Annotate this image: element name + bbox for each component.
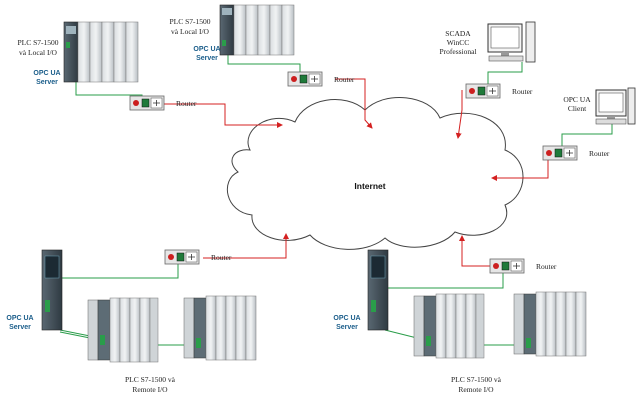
plc-bottom-left-label-line1: PLC S7-1500 và	[125, 375, 176, 384]
tower-icon	[525, 21, 536, 63]
opc-server-line2: Server	[36, 79, 58, 86]
router-label: Router	[589, 149, 610, 158]
remote-io-br-1[interactable]	[413, 293, 485, 359]
router-port-icon	[141, 98, 150, 108]
router-label: Router	[536, 262, 557, 271]
client-label-line2: Client	[568, 104, 587, 113]
opc-server-line1: OPC UA	[333, 315, 360, 322]
plc-label-line2: và Local I/O	[171, 27, 209, 36]
wan-link-top-left	[164, 103, 283, 128]
router-client[interactable]: Router	[542, 145, 610, 161]
router-power-icon	[546, 150, 552, 156]
wan-link-bottom-right	[459, 235, 490, 267]
remote-io-bl-1[interactable]	[87, 297, 159, 363]
router-scada[interactable]: Router	[465, 83, 533, 99]
plc-label-line1: PLC S7-1500	[169, 17, 210, 26]
opc-server-line1: OPC UA	[6, 315, 33, 322]
router-label: Router	[512, 87, 533, 96]
plc-bottom-right[interactable]: OPC UA Server	[333, 249, 389, 331]
router-port-icon	[554, 148, 563, 158]
tower-icon	[627, 87, 636, 125]
keyboard-icon	[595, 118, 627, 125]
router-bottom-left[interactable]: Router	[164, 249, 232, 265]
wan-link-bottom-left	[203, 233, 289, 259]
wan-links	[164, 78, 549, 267]
remote-io-bl-2[interactable]	[183, 295, 257, 361]
plc-bottom-right-label-line1: PLC S7-1500 và	[451, 375, 502, 384]
opc-server-line2: Server	[336, 324, 358, 331]
router-power-icon	[291, 76, 297, 82]
scada-label-line1: SCADA	[445, 29, 471, 38]
wan-link-scada	[455, 90, 463, 139]
keyboard-icon	[488, 55, 524, 62]
router-label: Router	[211, 253, 232, 262]
plc-bottom-right-label-line2: Remote I/O	[458, 385, 494, 394]
lan-link-scada	[487, 62, 523, 84]
opc-client-workstation[interactable]: OPC UA Client	[563, 87, 636, 125]
router-power-icon	[133, 100, 139, 106]
router-port-icon	[299, 74, 308, 84]
remote-io-br-2[interactable]	[513, 291, 587, 357]
router-power-icon	[168, 254, 174, 260]
opc-server-line1: OPC UA	[193, 46, 220, 53]
router-top-left[interactable]: Router	[129, 95, 197, 111]
plc-label-line1: PLC S7-1500	[17, 38, 58, 47]
internet-label: Internet	[354, 181, 385, 191]
plc-bottom-left-label-line2: Remote I/O	[132, 385, 168, 394]
opc-server-line1: OPC UA	[33, 70, 60, 77]
scada-label-line2: WinCC	[447, 38, 470, 47]
lan-link-client	[561, 124, 613, 146]
router-label: Router	[334, 75, 355, 84]
client-label-line1: OPC UA	[563, 95, 591, 104]
router-port-icon	[176, 252, 185, 262]
plc-top-center[interactable]: PLC S7-1500 và Local I/O OPC UA Server	[169, 4, 295, 62]
plc-top-left[interactable]: PLC S7-1500 và Local I/O OPC UA Server	[17, 21, 139, 86]
wan-link-client	[491, 153, 549, 181]
router-power-icon	[469, 88, 475, 94]
scada-label-line3: Professional	[439, 47, 476, 56]
opc-server-line2: Server	[196, 55, 218, 62]
opc-server-line2: Server	[9, 324, 31, 331]
router-port-icon	[501, 261, 510, 271]
router-power-icon	[493, 263, 499, 269]
router-port-icon	[477, 86, 486, 96]
plc-bottom-left[interactable]: OPC UA Server	[6, 249, 63, 331]
router-bottom-right[interactable]: Router	[489, 258, 557, 274]
plc-label-line2: và Local I/O	[19, 48, 57, 57]
lan-link-top-center	[227, 55, 301, 72]
wan-link-top-center	[335, 78, 373, 129]
router-label: Router	[176, 99, 197, 108]
internet-cloud: Internet	[227, 97, 524, 250]
scada-workstation[interactable]: SCADA WinCC Professional	[439, 21, 536, 63]
router-top-center[interactable]: Router	[287, 71, 355, 87]
